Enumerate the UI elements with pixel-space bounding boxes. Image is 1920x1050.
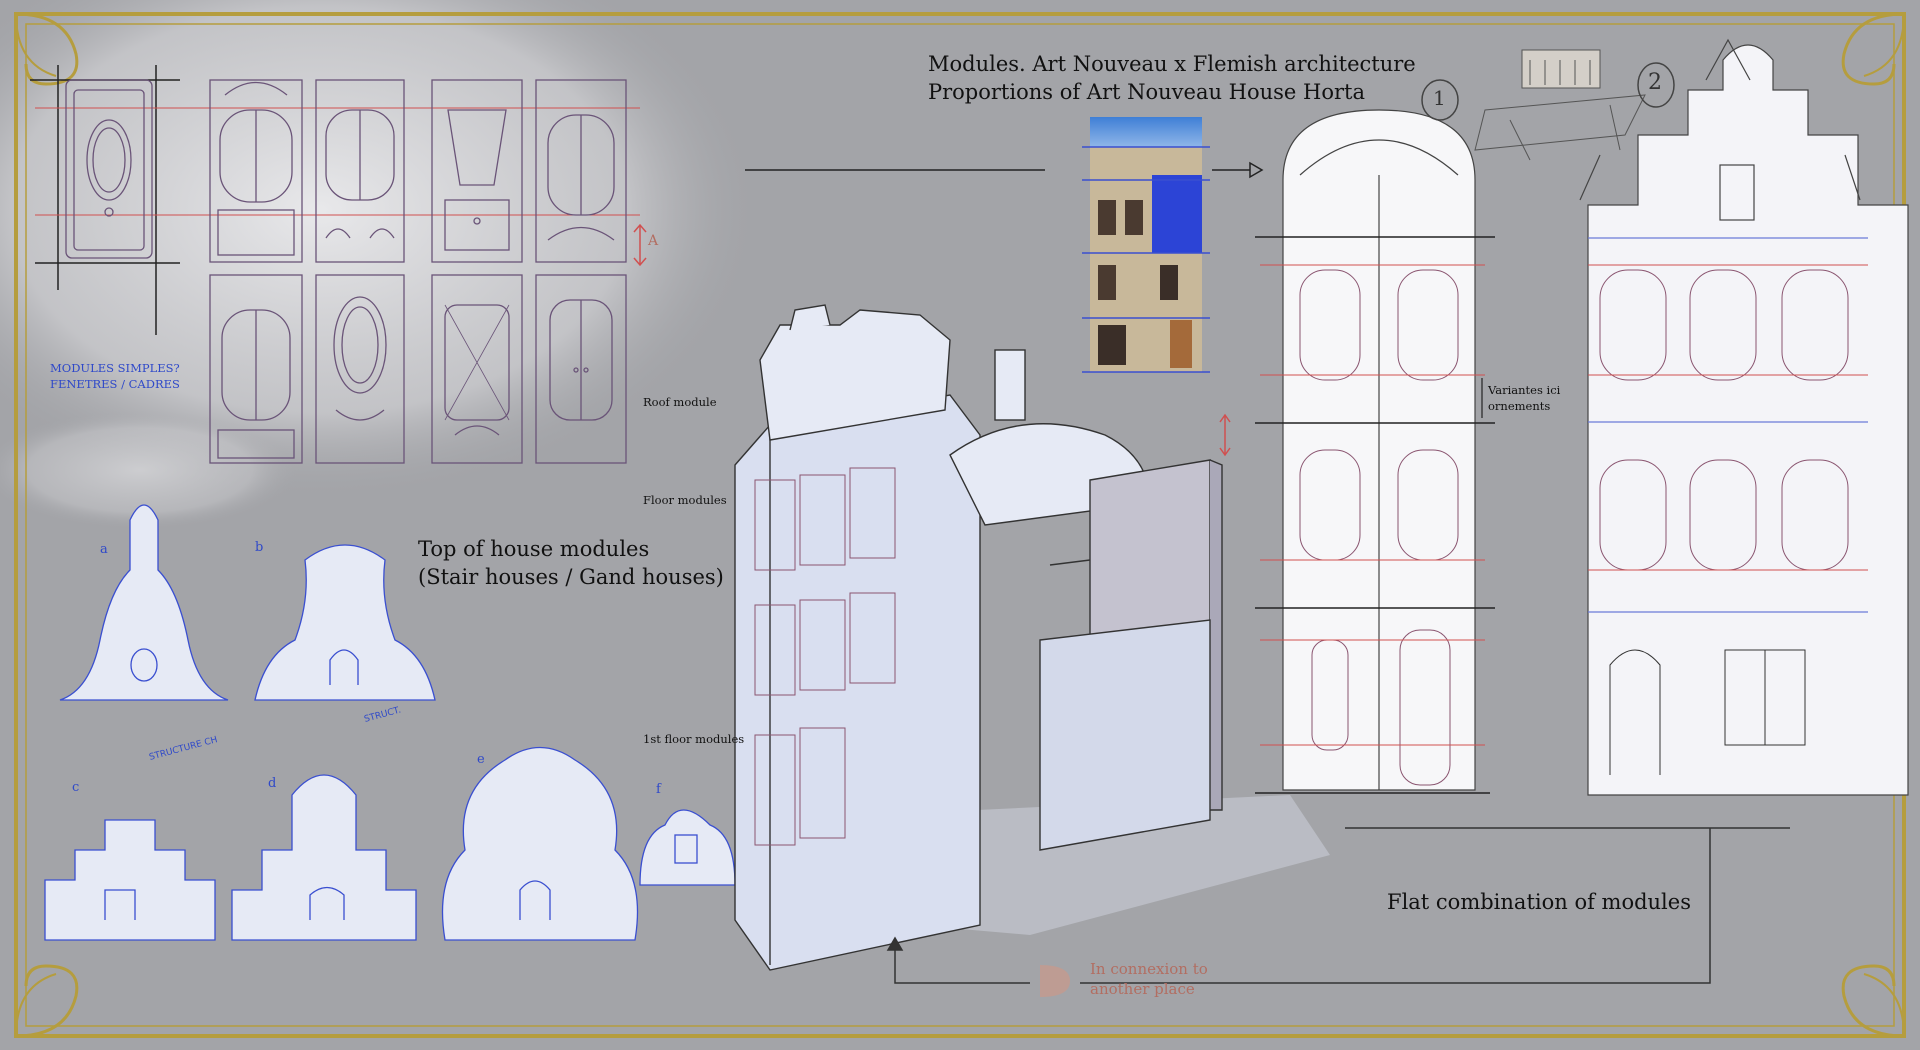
facade-1-number (1421, 79, 1459, 121)
first-floor-modules-label: 1st floor modules (643, 732, 745, 746)
roof-module-label: Roof module (643, 395, 717, 409)
top-letter-f: f (656, 782, 661, 797)
page-title-line-2: Proportions of Art Nouveau House Horta (928, 80, 1365, 104)
floor-modules-label: Floor modules (643, 493, 727, 507)
variants-label-line-2: ornements (1488, 399, 1551, 413)
facade-1 (1255, 109, 1495, 794)
top-letter-a: a (100, 542, 108, 557)
facade-2 (1579, 38, 1909, 796)
variants-label-line-1: Variantes ici (1488, 383, 1561, 397)
flow-lines (886, 827, 1790, 984)
flat-combination-label: Flat combination of modules (1387, 890, 1691, 914)
svg-text:STRUCTURE CH: STRUCTURE CH (148, 735, 218, 763)
modules-note-line-2: FENETRES / CADRES (50, 377, 180, 391)
page-title-line-1: Modules. Art Nouveau x Flemish architect… (928, 52, 1416, 76)
facade-1-number-label: 1 (1433, 86, 1446, 110)
measure-a-marker (633, 223, 647, 267)
building-3d (734, 304, 1330, 971)
top-module-notes: STRUCTURE CH STRUCT. (148, 705, 402, 762)
modules-note-line-1: MODULES SIMPLES? (50, 361, 180, 375)
connexion-label-line-2: another place (1090, 980, 1195, 998)
top-of-house-modules (44, 504, 736, 941)
svg-text:STRUCT.: STRUCT. (363, 705, 402, 724)
top-letter-b: b (255, 540, 264, 555)
top-letter-e: e (477, 752, 485, 767)
top-letter-d: d (268, 776, 277, 791)
horta-photo (1082, 117, 1210, 373)
measure-a-label: A (648, 233, 659, 249)
building-3d-guide (1219, 413, 1231, 457)
background-haze-small (0, 410, 300, 530)
title-arrow (745, 161, 1264, 179)
background-haze (0, 0, 760, 500)
window-modules (30, 65, 640, 464)
connexion-d-icon (1040, 965, 1070, 997)
top-modules-heading-line-2: (Stair houses / Gand houses) (418, 565, 724, 589)
connexion-label-line-1: In connexion to (1090, 960, 1208, 978)
top-letter-c: c (72, 780, 80, 795)
balcony-sketch (1474, 49, 1646, 161)
facade-2-number (1637, 62, 1675, 108)
top-modules-heading-line-1: Top of house modules (418, 537, 650, 561)
facade-2-number-label: 2 (1648, 70, 1662, 95)
